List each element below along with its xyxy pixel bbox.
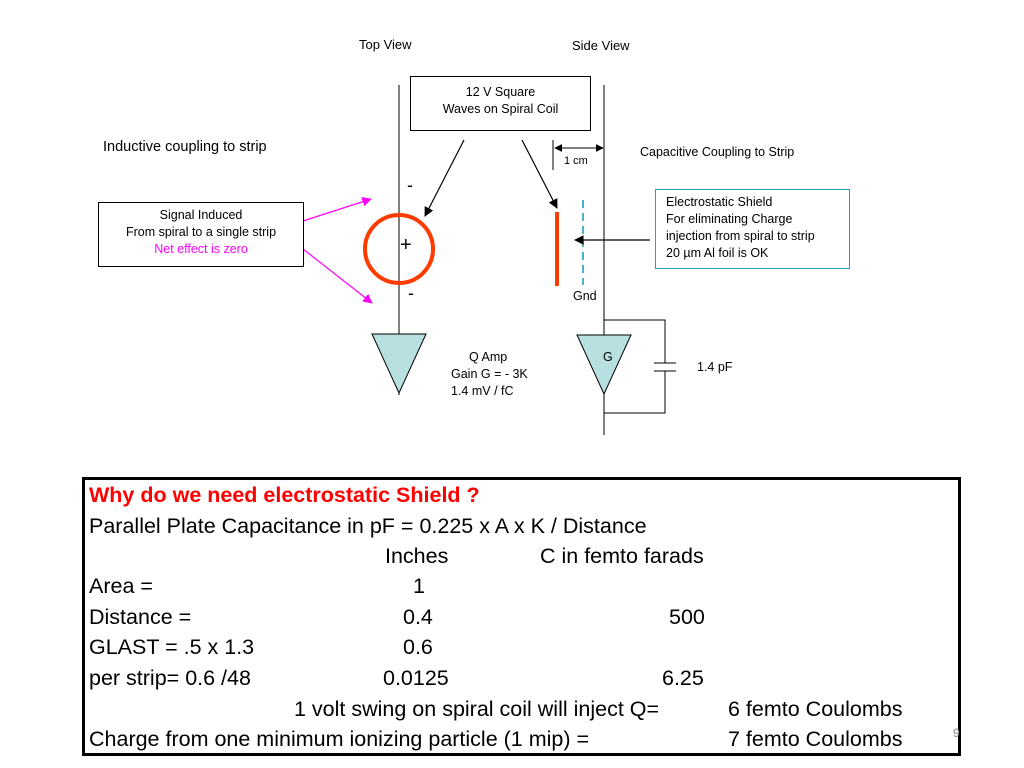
signal-arrow-top [302, 197, 372, 222]
slide-number: 9 [953, 726, 960, 740]
q-amp-triangle-top-view [371, 333, 427, 395]
plus-sign: + [400, 234, 412, 256]
amp-description: Q Amp Gain G = - 3K 1.4 mV / fC [451, 349, 528, 400]
q-amp-triangle-side-view [576, 334, 632, 396]
row-label-area: Area = [89, 574, 153, 598]
shield-box-line-4: 20 µm Al foil is OK [666, 246, 769, 260]
spacing-label: 1 cm [564, 155, 588, 167]
coupling-diagram [302, 85, 676, 435]
amp-line-2: Gain G = - 3K [451, 367, 528, 381]
inductive-coupling-label: Inductive coupling to strip [103, 139, 267, 155]
signal-box-line-1: Signal Induced [159, 208, 243, 222]
minus-sign-top: - [407, 175, 413, 195]
shield-box-line-3: injection from spiral to strip [666, 229, 815, 243]
row-c-distance: 500 [669, 605, 705, 629]
shield-box-line-1: Electrostatic Shield [666, 195, 773, 209]
capacitive-coupling-label: Capacitive Coupling to Strip [640, 145, 795, 159]
capacitor-label: 1.4 pF [697, 360, 733, 374]
amp-line-1: Q Amp [469, 350, 508, 364]
mip-value: 7 femto Coulombs [728, 727, 903, 751]
row-inches-per-strip: 0.0125 [383, 666, 449, 690]
signal-box-line-2: From spiral to a single strip [125, 225, 277, 239]
source-box: 12 V Square Waves on Spiral Coil [410, 76, 591, 131]
source-arrow-left [424, 139, 465, 217]
shield-box-line-2: For eliminating Charge [666, 212, 793, 226]
table-title: Why do we need electrostatic Shield ? [89, 483, 480, 507]
signal-box-net-effect: Net effect is zero [154, 242, 248, 256]
row-label-distance: Distance = [89, 605, 192, 629]
spiral-coil-circle [363, 213, 435, 285]
signal-arrow-bottom [302, 248, 373, 304]
minus-sign-bottom: - [408, 283, 414, 303]
feedback-wire [604, 319, 666, 363]
source-box-line-2: Waves on Spiral Coil [442, 102, 559, 116]
gnd-label: Gnd [573, 289, 597, 303]
amp-line-3: 1.4 mV / fC [451, 384, 514, 398]
explanation-table: Why do we need electrostatic Shield ? Pa… [82, 477, 961, 756]
electrostatic-shield-box: Electrostatic Shield For eliminating Cha… [655, 189, 850, 269]
header-inches: Inches [385, 544, 449, 568]
row-inches-distance: 0.4 [403, 605, 433, 629]
feedback-wire-return [604, 371, 666, 414]
row-inches-glast: 0.6 [403, 635, 433, 659]
top-view-label: Top View [359, 37, 412, 52]
inject-value: 6 femto Coulombs [728, 697, 903, 721]
side-view-label: Side View [572, 38, 630, 53]
header-capacitance: C in femto farads [540, 544, 704, 568]
source-arrow-right [521, 139, 558, 209]
row-label-glast: GLAST = .5 x 1.3 [89, 635, 255, 659]
gain-symbol: G [603, 350, 613, 364]
capacitance-formula: Parallel Plate Capacitance in pF = 0.225… [89, 514, 647, 538]
signal-induced-box: Signal Induced From spiral to a single s… [98, 202, 304, 267]
row-label-per-strip: per strip= 0.6 /48 [89, 666, 251, 690]
row-inches-area: 1 [413, 574, 425, 598]
source-box-line-1: 12 V Square [465, 85, 536, 99]
inject-text: 1 volt swing on spiral coil will inject … [294, 697, 660, 721]
mip-text: Charge from one minimum ionizing particl… [89, 727, 590, 751]
row-c-per-strip: 6.25 [662, 666, 704, 690]
